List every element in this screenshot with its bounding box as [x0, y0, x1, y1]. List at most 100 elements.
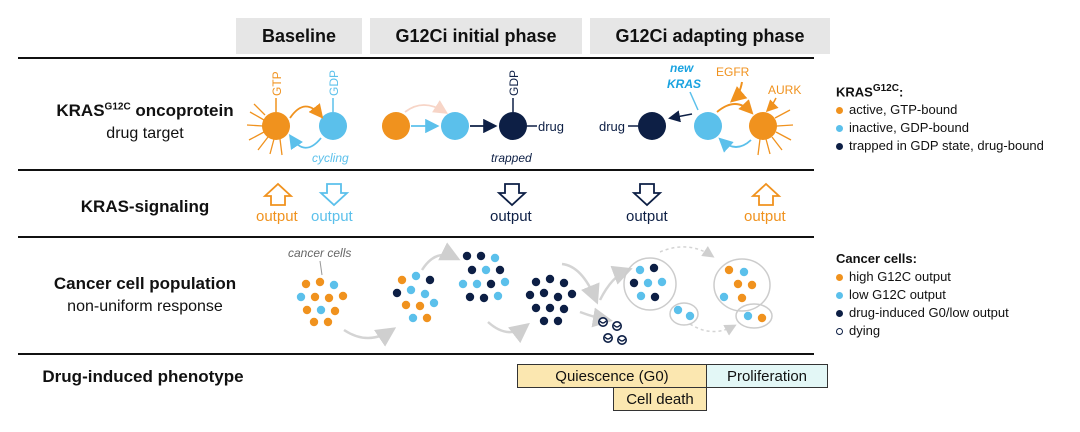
dying-cell-icon — [616, 334, 627, 345]
phenotype-main: Drug-induced phenotype — [42, 367, 244, 386]
cancer-cell-dot — [429, 298, 439, 308]
cancer-cell-dot — [486, 279, 496, 289]
adapting-output-down-label: output — [626, 208, 669, 225]
kras-legend-title: KRASG12C: — [836, 83, 904, 100]
cancer-cell-dot — [719, 292, 729, 302]
initial-output-down-arrow — [496, 183, 528, 207]
initial-gdp-label: GDP — [507, 70, 521, 96]
cancer-cell-dot — [635, 265, 645, 275]
kras-legend-item-active: active, GTP-bound — [836, 101, 1044, 119]
cancer-cell-dot — [559, 278, 569, 288]
initial-inactive-kras — [441, 112, 469, 140]
cancer-cell-dot — [481, 265, 491, 275]
adapting-inactive-kras — [694, 112, 722, 140]
cancer-cell-dot — [743, 311, 753, 321]
cancer-cell-dot — [733, 279, 743, 289]
population-main: Cancer cell population — [53, 274, 237, 293]
legend-orange-dot-icon — [836, 273, 843, 281]
cancer-cell-dot — [545, 274, 555, 284]
cancer-cell-dot — [636, 291, 646, 301]
cancer-cell-dot — [420, 289, 430, 299]
baseline-output-down-arrow — [318, 183, 350, 207]
cancer-cell-dot — [309, 317, 319, 327]
cancer-cell-dot — [301, 279, 311, 289]
cancer-cell-dot — [657, 277, 667, 287]
cancer-cell-dot — [495, 265, 505, 275]
cancer-cell-dot — [500, 277, 510, 287]
dying-cell-icon — [597, 316, 608, 327]
aurk-label: AURK — [768, 83, 801, 97]
initial-trapped-kras — [499, 112, 527, 140]
cancer-cell-dot — [545, 303, 555, 313]
cancer-cell-dot — [737, 293, 747, 303]
cancer-cell-dot — [531, 277, 541, 287]
baseline-output-up-label: output — [256, 208, 299, 225]
cancer-cell-dot — [649, 263, 659, 273]
cancer-cell-dot — [324, 293, 334, 303]
header-baseline: Baseline — [236, 18, 362, 54]
cancer-cell-dot — [310, 292, 320, 302]
cancer-cell-dot — [525, 290, 535, 300]
cell-population: cancer cells — [288, 242, 773, 347]
baseline-output-up-arrow — [262, 182, 294, 206]
cancer-cell-dot — [415, 301, 425, 311]
cancer-cell-dot — [479, 293, 489, 303]
initial-phase-cycle: GDP drug trapped — [382, 70, 564, 165]
cancer-cell-dot — [567, 289, 577, 299]
phenotype-cell-death: Cell death — [613, 387, 707, 411]
kras-legend: KRASG12C: active, GTP-bound inactive, GD… — [836, 80, 1044, 155]
cancer-cell-dot — [397, 275, 407, 285]
cancer-cell-dot — [462, 251, 472, 261]
cancer-cell-dot — [531, 303, 541, 313]
cancer-cell-dot — [739, 267, 749, 277]
legend-navy-dot-icon — [836, 142, 843, 150]
cancer-cell-dot — [673, 305, 683, 315]
adapting-output-down-arrow — [631, 183, 663, 207]
new-kras-label-1: new — [670, 61, 694, 75]
gdp-label: GDP — [327, 70, 341, 96]
cancer-cell-dot — [553, 316, 563, 326]
initial-drug-label: drug — [538, 119, 564, 134]
new-kras-label-2: KRAS — [667, 77, 701, 91]
phenotype-quiescence: Quiescence (G0) — [517, 364, 707, 388]
cancer-cell-dot — [406, 285, 416, 295]
phenotype-proliferation: Proliferation — [706, 364, 828, 388]
cancer-cell-dot — [493, 291, 503, 301]
cancer-cell-dot — [392, 288, 402, 298]
oncoprotein-sub: drug target — [106, 124, 184, 142]
header-adapting-phase: G12Ci adapting phase — [590, 18, 830, 54]
egfr-label: EGFR — [716, 65, 750, 79]
cancer-cell-dot — [296, 292, 306, 302]
adapting-output-up-label: output — [744, 208, 787, 225]
cancer-cell-dot — [650, 292, 660, 302]
adapting-output-up-arrow — [750, 182, 782, 206]
cells-legend-title: Cancer cells: — [836, 251, 917, 266]
oncoprotein-rest: oncoprotein — [130, 100, 234, 120]
cancer-cell-dot — [425, 275, 435, 285]
dying-cell-icon — [836, 327, 843, 335]
cancer-cell-dot — [401, 300, 411, 310]
trapped-label: trapped — [491, 151, 532, 165]
cancer-cell-dot — [330, 306, 340, 316]
row-label-population: Cancer cell population non-uniform respo… — [30, 273, 260, 318]
adapting-trapped-kras — [638, 112, 666, 140]
signaling-main: KRAS-signaling — [80, 197, 210, 216]
cancer-cell-dot — [539, 288, 549, 298]
baseline-active-kras — [262, 112, 290, 140]
cancer-cell-dot — [472, 279, 482, 289]
cancer-cell-dot — [747, 280, 757, 290]
dying-cell-icon — [611, 320, 622, 331]
oncoprotein-main: KRAS — [56, 100, 105, 120]
cancer-cell-dot — [408, 313, 418, 323]
rule-4 — [18, 353, 814, 355]
baseline-cycle: GTP GDP cycling — [246, 70, 349, 165]
cancer-cell-dot — [476, 251, 486, 261]
initial-output-down-label: output — [490, 208, 533, 225]
baseline-output-down-label: output — [311, 208, 354, 225]
cells-legend-item-high: high G12C output — [836, 268, 1009, 286]
cancer-cell-dot — [553, 292, 563, 302]
legend-blue-dot-icon — [836, 291, 843, 299]
baseline-inactive-kras — [319, 112, 347, 140]
gtp-label: GTP — [270, 71, 284, 96]
